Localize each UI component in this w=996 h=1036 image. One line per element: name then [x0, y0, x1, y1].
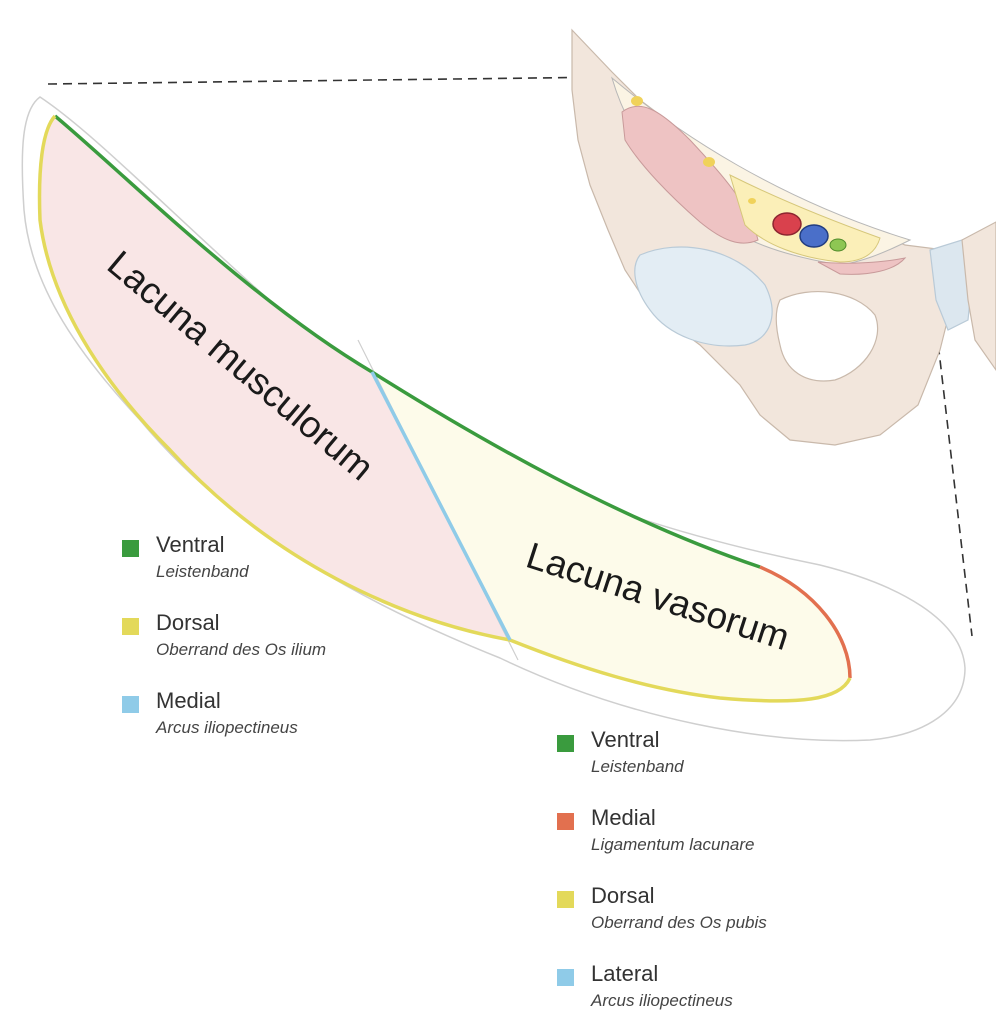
legend-swatch-lateral: [557, 969, 574, 986]
legend-sublabel: Arcus iliopectineus: [591, 991, 733, 1010]
legend-label: Medial: [156, 688, 221, 713]
legend-swatch-medial: [557, 813, 574, 830]
legend-label: Lateral: [591, 961, 659, 986]
zoom-guide-line-top: [47, 76, 617, 85]
legend-label: Dorsal: [156, 610, 220, 635]
obturator-foramen: [775, 290, 879, 382]
legend-swatch-dorsal: [122, 618, 139, 635]
legend-swatch-ventral: [122, 540, 139, 557]
nerve-3: [748, 198, 756, 204]
dorsal-boundary: [37, 114, 852, 703]
legend-swatch-dorsal: [557, 891, 574, 908]
legend-sublabel: Oberrand des Os ilium: [156, 640, 327, 659]
legend-sublabel: Ligamentum lacunare: [591, 835, 755, 854]
legend-sublabel: Leistenband: [591, 757, 684, 776]
acetabulum: [634, 246, 773, 347]
iliopsoas-muscle: [621, 105, 759, 244]
arcus-iliopectineus-boundary: [370, 371, 512, 641]
ventral-boundary-vasorum: [371, 370, 761, 569]
legend-label: Dorsal: [591, 883, 655, 908]
medial-boundary-ligamentum-lacunare: [759, 565, 852, 679]
pelvis-inset: [571, 28, 996, 446]
legend-sublabel: Oberrand des Os pubis: [591, 913, 767, 932]
vasorum-area: [372, 372, 850, 701]
pectineus-muscle: [817, 257, 907, 275]
lymph-node: [829, 238, 847, 252]
legend-swatch-ventral: [557, 735, 574, 752]
opposite-bone: [961, 221, 996, 372]
musculorum-area: [39, 116, 510, 640]
legend-sublabel: Leistenband: [156, 562, 249, 581]
femoral-vein: [799, 224, 829, 248]
ventral-boundary-musculorum: [53, 114, 373, 374]
legend-label: Ventral: [156, 532, 225, 557]
nerve-2: [703, 157, 715, 167]
nerve-1: [631, 96, 643, 106]
legend-sublabel: Arcus iliopectineus: [156, 718, 298, 737]
legend-label: Medial: [591, 805, 656, 830]
legend-swatch-medial: [122, 696, 139, 713]
legend-label: Ventral: [591, 727, 660, 752]
femoral-artery: [772, 212, 802, 236]
